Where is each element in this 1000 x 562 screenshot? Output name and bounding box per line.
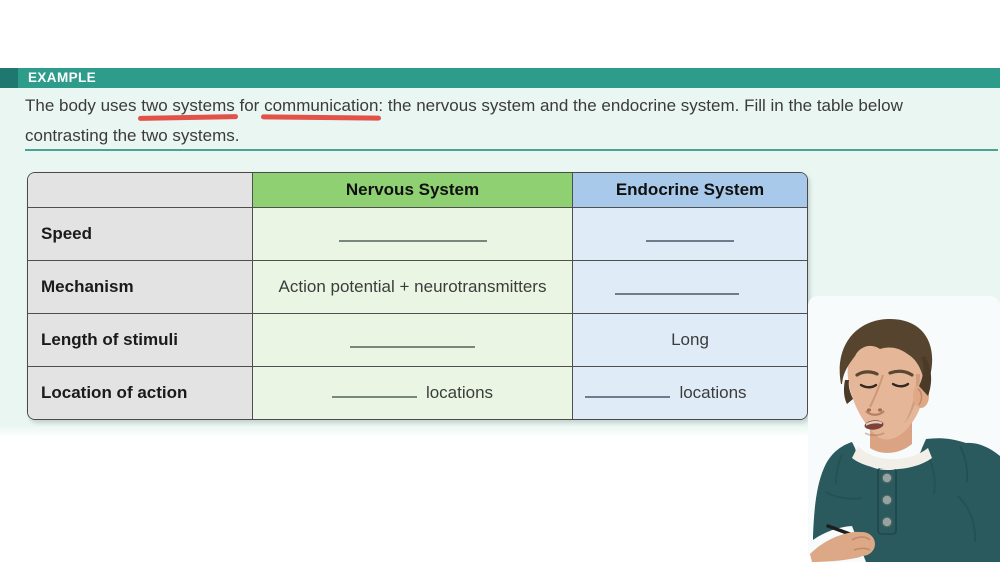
eye xyxy=(859,383,878,389)
intro-text-middle: for xyxy=(234,96,265,115)
blank-line xyxy=(331,383,417,398)
cell-location-endocrine: locations xyxy=(572,366,807,419)
cell-length-endocrine: Long xyxy=(572,313,807,366)
cell-text: locations xyxy=(425,383,494,402)
example-banner-accent xyxy=(0,68,18,88)
problem-statement-line2: contrasting the two systems. xyxy=(25,126,240,145)
shirt-button xyxy=(881,472,893,484)
cell-length-nervous xyxy=(252,313,572,366)
row-label-length-of-stimuli: Length of stimuli xyxy=(28,313,252,366)
blank-line xyxy=(585,383,671,398)
table-corner-cell xyxy=(28,173,252,207)
eyebrow xyxy=(855,370,879,377)
shirt-button xyxy=(881,494,893,506)
example-banner: EXAMPLE xyxy=(0,68,1000,88)
comparison-table: Nervous System Endocrine System Speed Me… xyxy=(27,172,808,420)
instructor-illustration xyxy=(808,296,1000,562)
cell-location-nervous: locations xyxy=(252,366,572,419)
instructor-webcam xyxy=(808,296,1000,562)
column-header-nervous-system: Nervous System xyxy=(252,173,572,207)
problem-statement-line1: The body uses two systems for communicat… xyxy=(25,91,998,121)
blank-line xyxy=(350,333,475,348)
shirt-button xyxy=(881,516,893,528)
nose xyxy=(869,374,884,408)
example-label: EXAMPLE xyxy=(28,70,97,85)
blank-line xyxy=(615,280,739,295)
intro-text-after: : the nervous system and the endocrine s… xyxy=(378,96,903,115)
cell-text: locations xyxy=(679,383,747,402)
instructor-arm xyxy=(810,524,875,562)
cell-mechanism-nervous: Action potential + neurotransmitters xyxy=(252,260,572,313)
intro-text-before: The body uses xyxy=(25,96,142,115)
instructor-hair xyxy=(839,318,933,404)
blank-line xyxy=(338,227,487,242)
cell-speed-nervous xyxy=(252,207,572,260)
eye xyxy=(891,382,910,388)
row-label-speed: Speed xyxy=(28,207,252,260)
column-header-endocrine-system: Endocrine System xyxy=(572,173,807,207)
mouth xyxy=(864,420,884,430)
comparison-table-grid: Nervous System Endocrine System Speed Me… xyxy=(28,173,807,419)
eyebrow xyxy=(888,369,914,377)
blank-line xyxy=(646,227,734,242)
problem-statement: The body uses two systems for communicat… xyxy=(25,91,998,151)
cell-mechanism-endocrine xyxy=(572,260,807,313)
underlined-phrase-two-systems: two systems xyxy=(141,96,235,115)
hand xyxy=(849,532,875,556)
cell-speed-endocrine xyxy=(572,207,807,260)
section-divider xyxy=(25,149,998,151)
cell-text: Long xyxy=(671,330,709,349)
row-label-mechanism: Mechanism xyxy=(28,260,252,313)
underlined-phrase-communication: communication xyxy=(264,96,379,115)
cell-group: locations xyxy=(585,383,747,403)
row-label-location-of-action: Location of action xyxy=(28,366,252,419)
cell-text: Action potential + neurotransmitters xyxy=(278,277,547,296)
undershirt-collar xyxy=(852,446,932,470)
cell-group: locations xyxy=(331,383,494,403)
